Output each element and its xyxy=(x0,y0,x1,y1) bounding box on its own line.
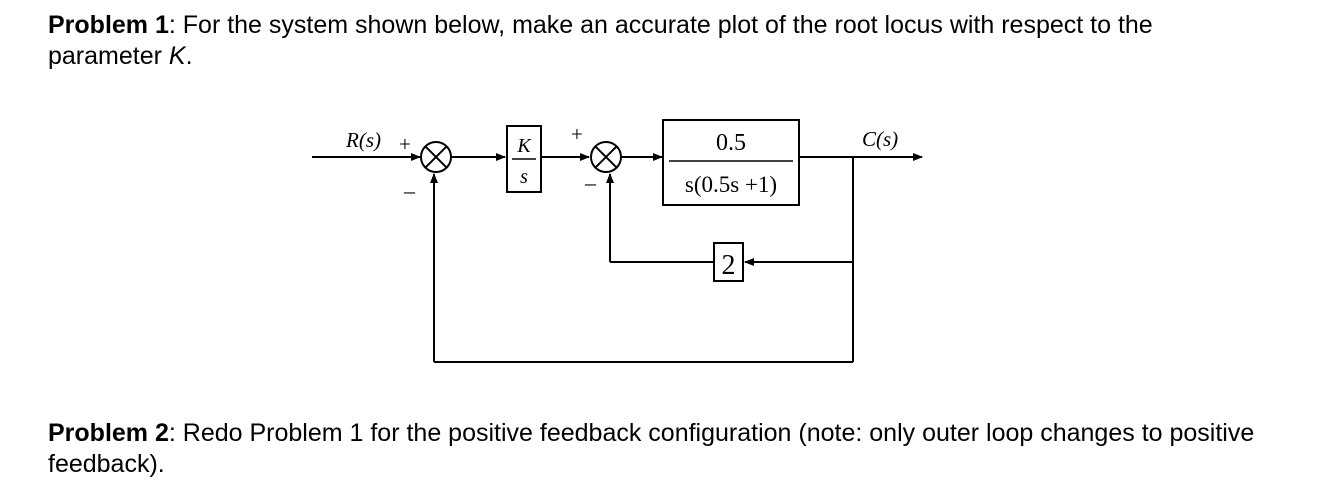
plant-denominator: s(0.5s +1) xyxy=(685,172,777,197)
parameter-k: K xyxy=(168,42,186,70)
plant-numerator: 0.5 xyxy=(716,130,746,156)
summing-junction-2 xyxy=(590,141,622,173)
problem-2-heading: Problem 2 xyxy=(48,419,169,447)
controller-denominator: s xyxy=(520,166,528,188)
problem-2-body: : Redo Problem 1 for the positive feedba… xyxy=(48,419,1255,478)
sum1-minus-sign: – xyxy=(403,178,416,203)
feedback-gain-value: 2 xyxy=(722,250,736,281)
problem-1-body: : For the system shown below, make an ac… xyxy=(48,11,1153,70)
problem-2-text: Problem 2: Redo Problem 1 for the positi… xyxy=(48,418,1268,480)
problem-1-text: Problem 1: For the system shown below, m… xyxy=(48,10,1268,72)
summing-junction-1 xyxy=(420,141,452,173)
input-label: R(s) xyxy=(345,128,381,152)
problem-1-period: . xyxy=(185,42,193,70)
sum1-plus-sign: + xyxy=(399,132,411,156)
controller-block xyxy=(506,125,542,193)
sum2-plus-sign: + xyxy=(571,122,583,146)
plant-block xyxy=(662,119,800,206)
problem-1-heading: Problem 1 xyxy=(48,11,169,39)
controller-numerator: K xyxy=(516,135,532,157)
output-label: C(s) xyxy=(862,127,898,151)
sum2-minus-sign: – xyxy=(584,170,597,195)
